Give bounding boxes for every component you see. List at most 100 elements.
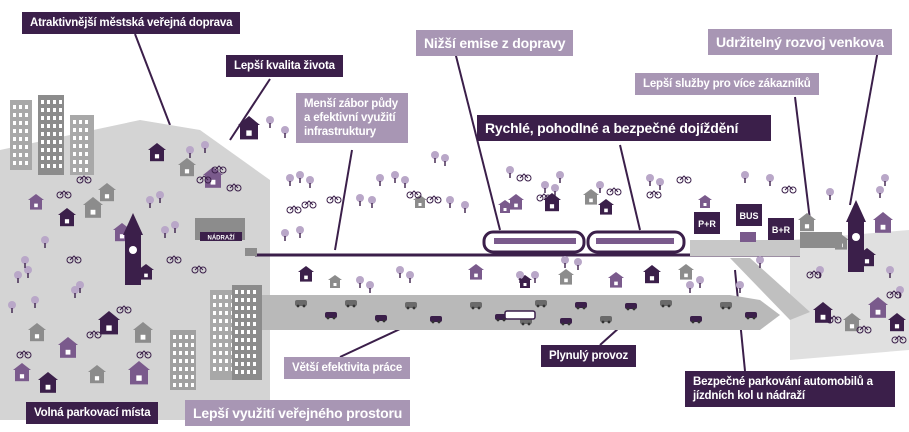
bicycle-frame: [139, 350, 149, 356]
house-roof: [128, 361, 150, 370]
tower-window: [235, 314, 238, 318]
tree-trunk: [889, 273, 891, 278]
tower-window: [173, 335, 176, 339]
house: [543, 193, 561, 212]
tower-window: [19, 113, 22, 117]
bike-and-ride-sign: [768, 218, 794, 240]
house-roof: [543, 193, 561, 200]
car-wheel: [502, 318, 506, 322]
bicycle: [66, 255, 82, 264]
house-roof: [133, 322, 153, 330]
house: [518, 275, 532, 288]
house: [698, 195, 712, 208]
house-roof: [643, 265, 661, 272]
house-window: [144, 273, 148, 278]
tower-window: [59, 148, 62, 152]
bicycle: [76, 175, 92, 184]
tree-crown: [406, 271, 414, 279]
tower-window: [247, 290, 250, 294]
bicycle-wheel: [676, 176, 684, 184]
bicycle-frame: [519, 173, 529, 179]
house: [203, 167, 223, 188]
tower-window: [79, 160, 82, 164]
station-platform: [690, 240, 800, 256]
car-wheel: [471, 306, 475, 310]
bus-sign: [736, 204, 762, 226]
tree-trunk: [24, 263, 26, 268]
tree-crown: [881, 174, 889, 182]
house-roof: [88, 365, 106, 372]
bicycle: [856, 325, 872, 334]
car-wheel: [376, 319, 380, 323]
tower-window: [213, 367, 216, 371]
bicycle-wheel: [226, 184, 234, 192]
tower-window: [25, 113, 28, 117]
tree-crown: [366, 281, 374, 289]
house-roof: [873, 212, 893, 220]
car-body: [535, 300, 547, 306]
bicycle-wheel: [536, 194, 544, 202]
bicycle-frame: [609, 187, 619, 193]
bicycle: [891, 335, 907, 344]
park-and-ride-text: P+R: [698, 219, 716, 229]
bicycle: [646, 190, 662, 199]
tree-trunk: [44, 243, 46, 248]
car-body: [745, 312, 757, 318]
house-window: [614, 281, 618, 286]
car-wheel: [412, 306, 416, 310]
tree: [201, 141, 209, 153]
house-roof: [518, 275, 532, 280]
house-roof: [238, 116, 260, 125]
bicycle-frame: [169, 255, 179, 261]
tower-window: [185, 367, 188, 371]
tower-window: [47, 140, 50, 144]
pointer-line: [334, 149, 353, 251]
pointer-line: [849, 49, 879, 206]
house: [98, 183, 116, 202]
tree-trunk: [577, 265, 579, 270]
bicycle: [191, 265, 207, 274]
tree-trunk: [27, 273, 29, 278]
house-roof: [28, 194, 44, 200]
tower-window: [173, 383, 176, 387]
tree-trunk: [159, 198, 161, 203]
bicycle: [211, 165, 227, 174]
bicycle-wheel: [891, 336, 899, 344]
house-window: [684, 273, 688, 278]
tree: [686, 281, 694, 293]
tower-window: [225, 319, 228, 323]
house-window: [418, 203, 422, 206]
bicycle-frame: [889, 290, 899, 296]
pointer-line: [134, 33, 171, 126]
tower-window: [247, 338, 250, 342]
house-window: [136, 375, 142, 381]
tower-window: [79, 128, 82, 132]
bicycle-wheel: [414, 191, 422, 199]
bicycle-frame: [69, 255, 79, 261]
house-window: [589, 198, 593, 203]
tree: [401, 176, 409, 188]
house-roof: [498, 200, 512, 205]
village-ground: [790, 230, 909, 360]
car-wheel: [406, 306, 410, 310]
house-roof: [608, 272, 624, 278]
pointer-line: [619, 144, 641, 231]
tower-window: [213, 335, 216, 339]
tower-window: [219, 367, 222, 371]
house-roof: [178, 158, 196, 165]
car-body: [690, 316, 702, 322]
car-wheel: [296, 304, 300, 308]
car-body: [345, 300, 357, 306]
bicycle-wheel: [144, 351, 152, 359]
tree-crown: [31, 296, 39, 304]
tower-window: [253, 306, 256, 310]
house-window: [804, 224, 810, 229]
tower-window: [253, 370, 256, 374]
house-roof: [598, 199, 614, 205]
tree: [826, 188, 834, 200]
bicycle-wheel: [234, 184, 242, 192]
house: [298, 266, 314, 282]
tree-trunk: [79, 288, 81, 293]
tree-trunk: [819, 273, 821, 278]
